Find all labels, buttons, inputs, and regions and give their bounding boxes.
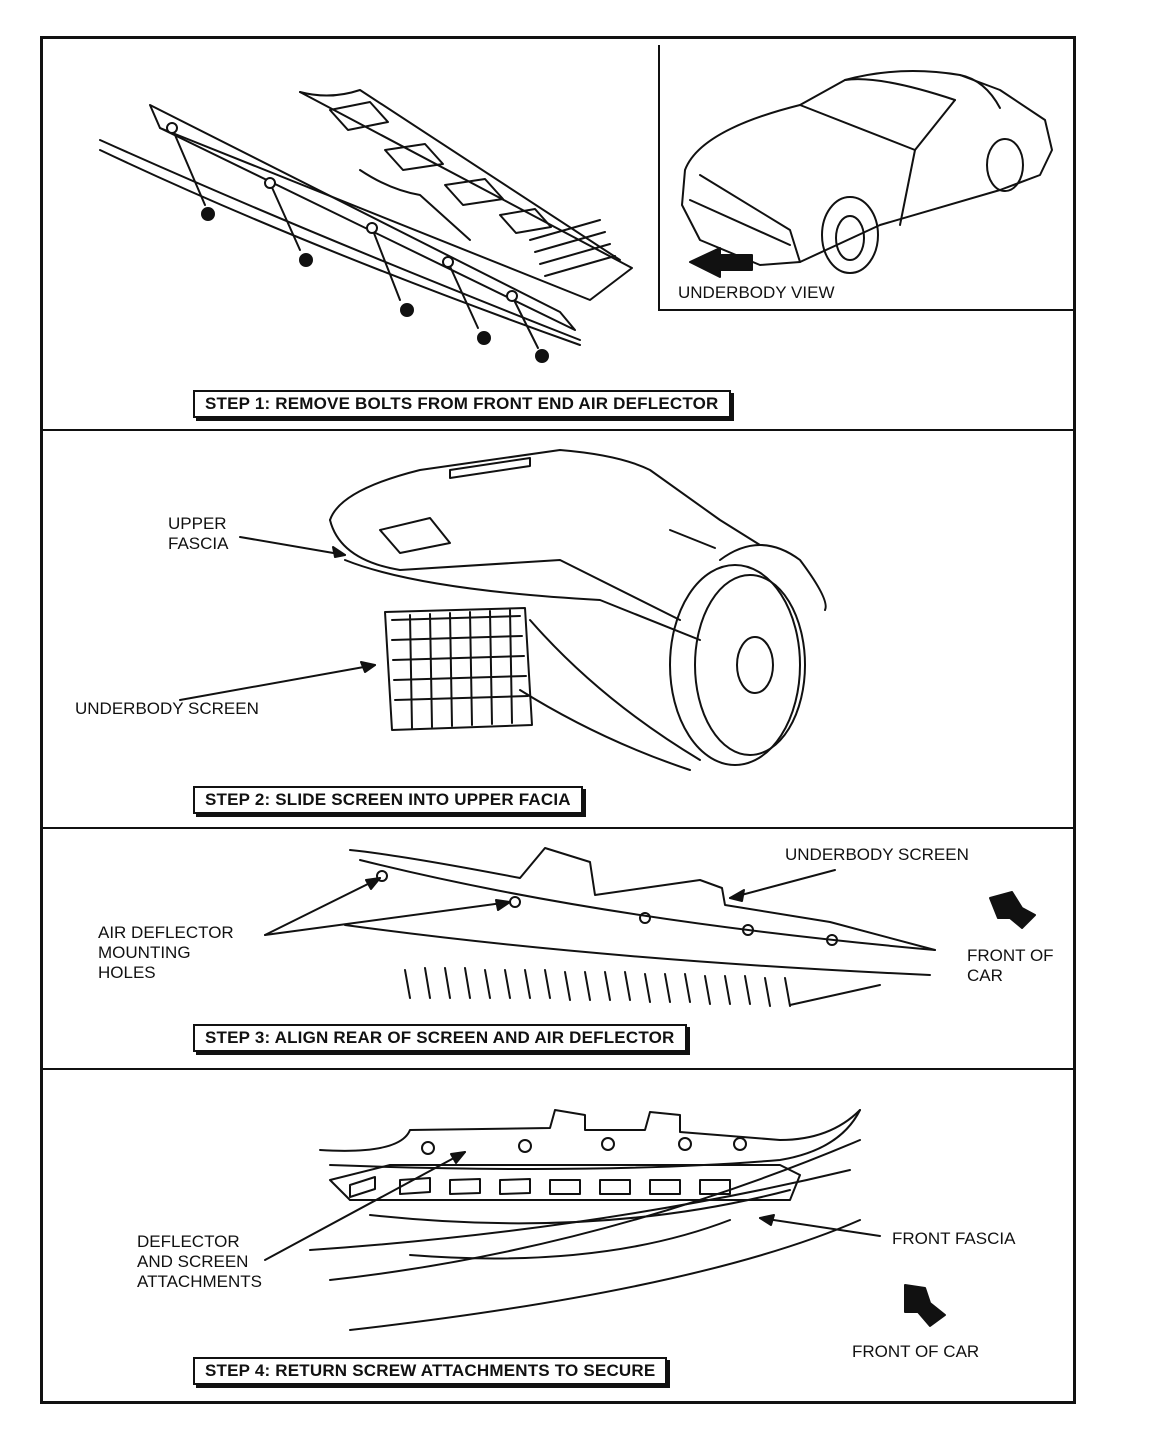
step-4-label: STEP 4: RETURN SCREW ATTACHMENTS TO SECU… [193, 1357, 668, 1385]
front-of-car-label-4: FRONT OF CAR [852, 1342, 980, 1361]
step-2-label: STEP 2: SLIDE SCREEN INTO UPPER FACIA [193, 786, 583, 814]
panel-divider-3 [40, 1068, 1076, 1070]
panel-divider-1 [40, 429, 1076, 431]
underbody-view-label: UNDERBODY VIEW [678, 283, 835, 302]
underbody-screen-label-3: UNDERBODY SCREEN [785, 845, 969, 864]
front-of-car-label-3: FRONT OF CAR [967, 946, 1054, 985]
attachments-label: DEFLECTOR AND SCREEN ATTACHMENTS [137, 1232, 262, 1291]
underbody-screen-label: UNDERBODY SCREEN [75, 699, 259, 718]
upper-fascia-label: UPPER FASCIA [168, 514, 229, 553]
step-1-label: STEP 1: REMOVE BOLTS FROM FRONT END AIR … [193, 390, 731, 418]
mounting-holes-label: AIR DEFLECTOR MOUNTING HOLES [98, 923, 234, 982]
step-3-label: STEP 3: ALIGN REAR OF SCREEN AND AIR DEF… [193, 1024, 687, 1052]
outer-frame [40, 36, 1076, 1404]
panel-divider-2 [40, 827, 1076, 829]
front-fascia-label: FRONT FASCIA [892, 1229, 1016, 1248]
underbody-view-inset [658, 45, 1076, 311]
